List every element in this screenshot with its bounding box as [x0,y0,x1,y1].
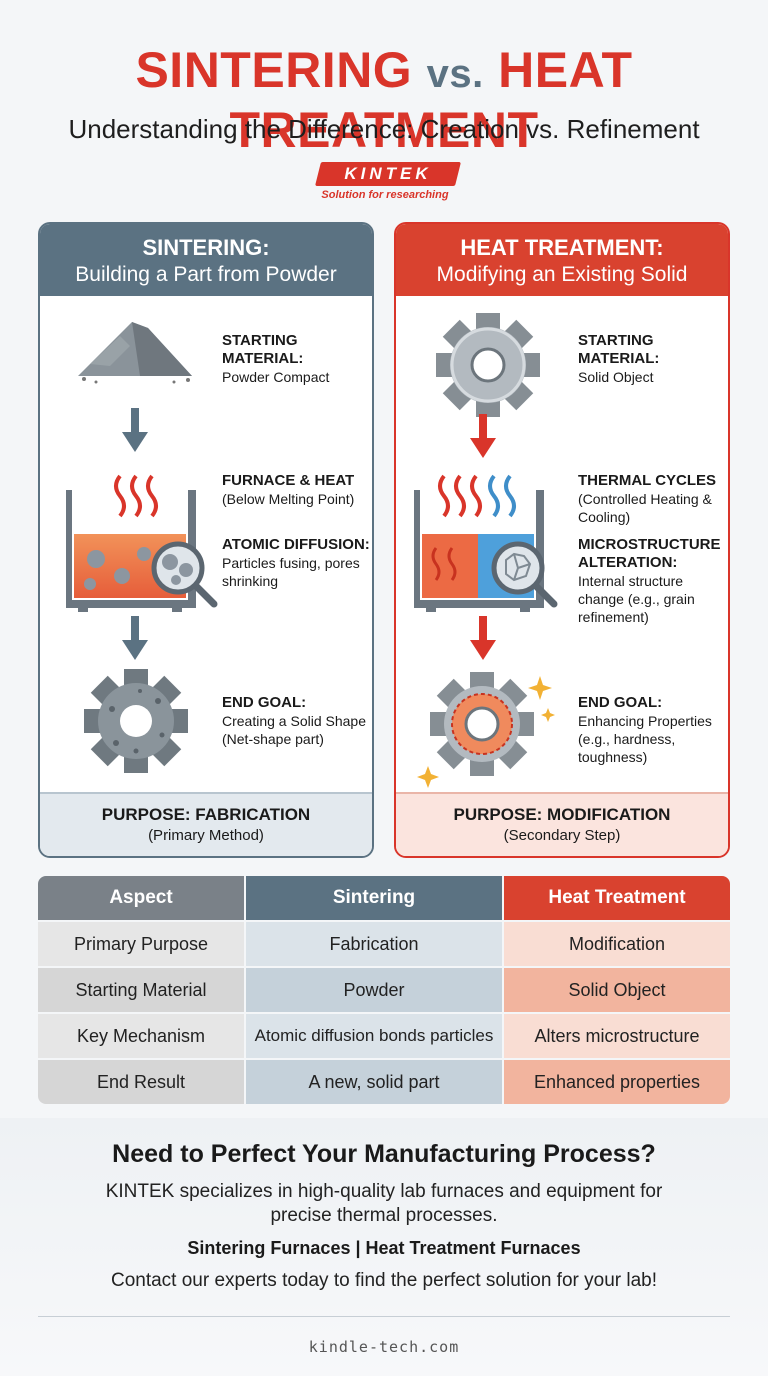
down-arrow-icon [470,616,496,660]
sintering-panel-header: SINTERING: Building a Part from Powder [40,224,372,296]
step-heading: THERMAL CYCLES [578,472,717,489]
cta-background [0,1118,768,1376]
table-cell: Starting Material [38,968,244,1012]
table-cell: Atomic diffusion bonds particles [246,1014,502,1058]
sintering-purpose: PURPOSE: FABRICATION (Primary Method) [40,792,372,856]
sintering-step-end-goal: END GOAL: Creating a Solid Shape (Net-sh… [222,694,370,748]
step-text: Powder Compact [222,369,330,385]
logo-name: KINTEK [344,164,432,183]
porous-gear-icon [84,669,188,773]
table-cell: Enhanced properties [504,1060,730,1104]
down-arrow-icon [470,414,496,458]
kintek-logo: KINTEK Solution for researching [312,162,461,202]
logo-tagline: Solution for researching [321,189,449,201]
table-cell: Key Mechanism [38,1014,244,1058]
heat-treatment-panel: HEAT TREATMENT: Modifying an Existing So… [394,222,730,858]
table-header-heat-treatment: Heat Treatment [504,876,730,920]
sintering-purpose-label: PURPOSE: FABRICATION [101,805,311,824]
powder-pile-icon [78,322,192,384]
step-text: Internal structure change (e.g., grain r… [578,573,695,625]
title-sintering: SINTERING [135,42,413,98]
heat-treatment-panel-subtitle: Modifying an Existing Solid [436,263,688,286]
step-text: (Controlled Heating & Cooling) [578,491,712,525]
table-cell: Primary Purpose [38,922,244,966]
step-heading: STARTING MATERIAL: [222,332,304,367]
sintering-panel-subtitle: Building a Part from Powder [75,263,337,286]
step-text: Particles fusing, pores shrinking [222,555,360,589]
heat-treatment-purpose-sub: (Secondary Step) [503,827,621,844]
sintering-step-starting: STARTING MATERIAL: Powder Compact [222,332,370,386]
step-text: Creating a Solid Shape (Net-shape part) [222,713,366,747]
furnace-icon [66,474,218,612]
cta-title: Need to Perfect Your Manufacturing Proce… [112,1140,656,1168]
gear-icon [436,313,540,417]
heat-step-end-goal: END GOAL: Enhancing Properties (e.g., ha… [578,694,726,766]
sintering-step-diffusion: ATOMIC DIFFUSION: Particles fusing, pore… [222,536,370,590]
cta-contact: Contact our experts today to find the pe… [110,1270,658,1291]
step-heading: END GOAL: [578,694,663,711]
table-cell: Fabrication [246,922,502,966]
heat-step-thermal-cycles: THERMAL CYCLES (Controlled Heating & Coo… [578,472,726,526]
footer-url[interactable]: kindle-tech.com [308,1338,460,1356]
heat-treatment-panel-header: HEAT TREATMENT: Modifying an Existing So… [396,224,728,296]
table-cell: Solid Object [504,968,730,1012]
down-arrow-icon [122,616,148,660]
sintering-panel: SINTERING: Building a Part from Powder [38,222,374,858]
table-cell: Alters microstructure [504,1014,730,1058]
heat-treatment-panel-title: HEAT TREATMENT: [460,235,664,260]
table-header-aspect: Aspect [38,876,244,920]
sparkle-gear-icon [417,672,555,788]
step-text: (Below Melting Point) [222,491,355,507]
page-title: SINTERING vs. HEAT TREATMENT [0,42,768,158]
step-heading: END GOAL: [222,694,307,711]
step-heading: ATOMIC DIFFUSION: [222,536,370,553]
step-heading: MICROSTRUCTURE ALTERATION: [578,536,721,571]
comparison-table: Aspect Sintering Heat Treatment Primary … [38,876,730,1104]
step-heading: FURNACE & HEAT [222,472,355,489]
step-heading: STARTING MATERIAL: [578,332,660,367]
heat-step-starting: STARTING MATERIAL: Solid Object [578,332,726,386]
sintering-purpose-sub: (Primary Method) [148,827,264,844]
cta-product-links[interactable]: Sintering Furnaces | Heat Treatment Furn… [187,1238,581,1258]
heat-step-microstructure: MICROSTRUCTURE ALTERATION: Internal stru… [578,536,726,626]
heat-treatment-purpose-label: PURPOSE: MODIFICATION [453,805,671,824]
footer-divider [38,1316,730,1317]
heat-treatment-purpose: PURPOSE: MODIFICATION (Secondary Step) [396,792,728,856]
table-cell: End Result [38,1060,244,1104]
table-cell: Powder [246,968,502,1012]
sintering-panel-title: SINTERING: [142,235,270,260]
table-cell: Modification [504,922,730,966]
step-text: Solid Object [578,369,654,385]
title-heat-treatment: HEAT TREATMENT [229,42,633,158]
title-vs: vs. [426,52,484,96]
down-arrow-icon [122,408,148,452]
furnace-icon [414,474,558,612]
page-subtitle: Understanding the Difference: Creation v… [68,114,700,144]
sintering-step-furnace: FURNACE & HEAT (Below Melting Point) [222,472,370,508]
cta-body: KINTEK specializes in high-quality lab f… [105,1181,663,1226]
step-text: Enhancing Properties (e.g., hardness, to… [578,713,712,765]
table-cell: A new, solid part [246,1060,502,1104]
table-header-sintering: Sintering [246,876,502,920]
